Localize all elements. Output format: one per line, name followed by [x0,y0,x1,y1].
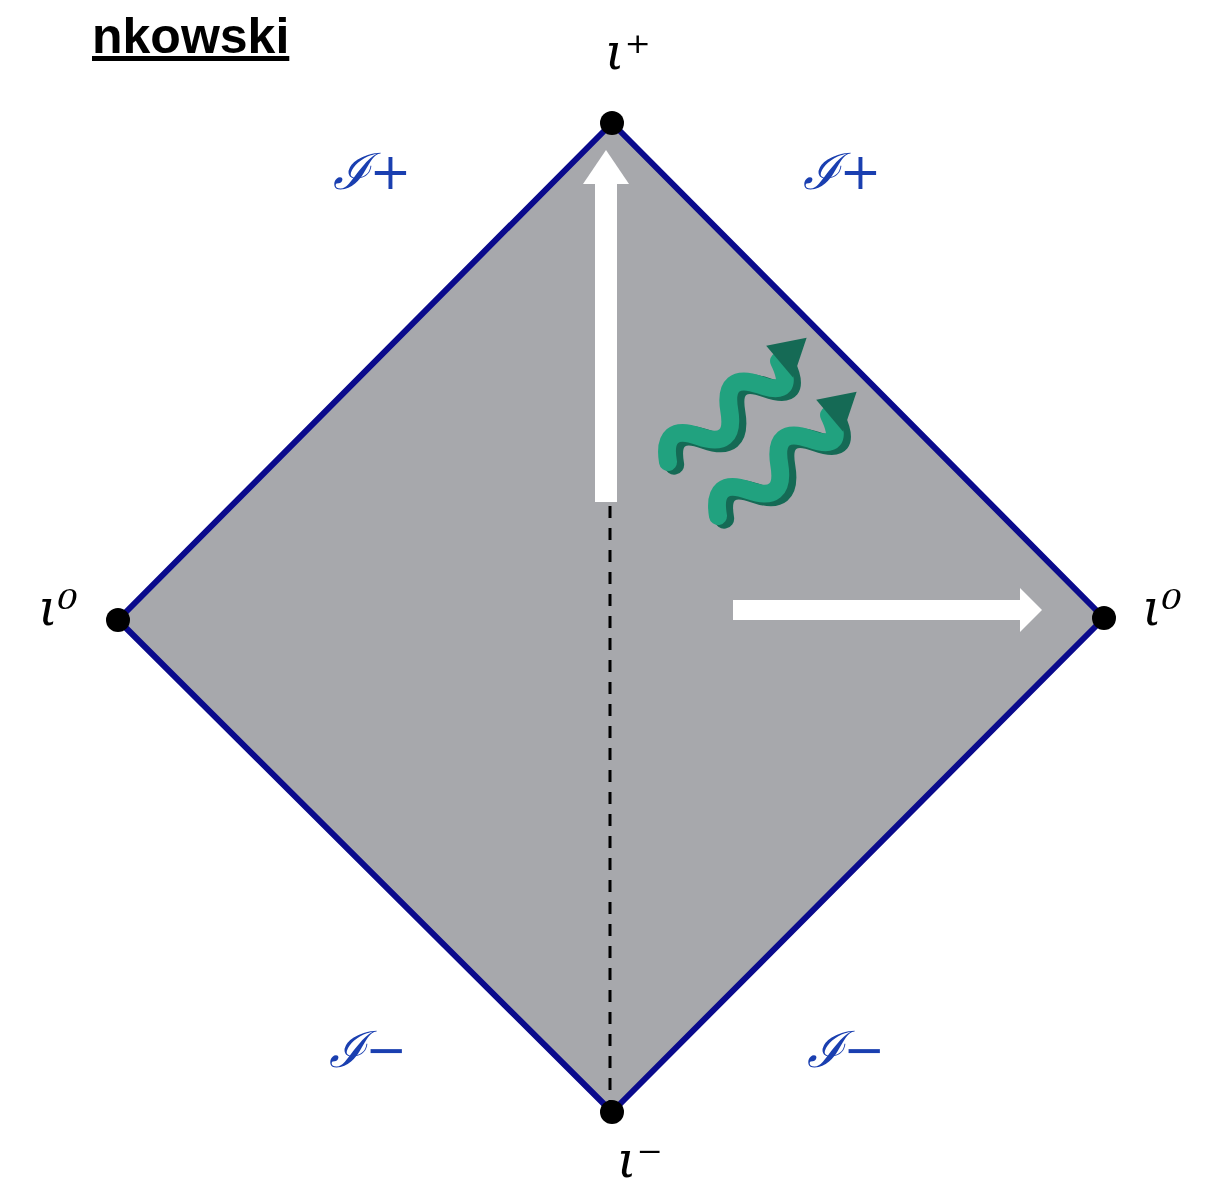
infinity-label: ι⁺ [605,25,651,80]
timelike-future-infinity [600,111,624,135]
timelike-arrow [595,182,617,502]
minkowski-diamond [118,123,1104,1112]
infinity-label: ι⁻ [617,1133,663,1188]
null-infinity-label: ℐ− [329,1023,408,1078]
null-infinity-label: ℐ+ [803,145,882,200]
origin-worldline [609,500,612,1112]
infinity-label: ι⁰ [38,581,78,636]
null-infinity-label: ℐ+ [333,145,412,200]
slide-title: nkowski [92,6,289,66]
spacelike-arrow-head [1020,588,1042,632]
infinity-label: ι⁰ [1142,581,1182,636]
timelike-past-infinity [600,1100,624,1124]
null-infinity-label: ℐ− [807,1023,886,1078]
gravitational-wave [701,377,875,534]
spacelike-arrow [733,600,1023,620]
spatial-infinity [1092,606,1116,630]
spatial-infinity [106,608,130,632]
gravitational-wave [651,323,825,480]
timelike-arrow-head [583,150,629,184]
